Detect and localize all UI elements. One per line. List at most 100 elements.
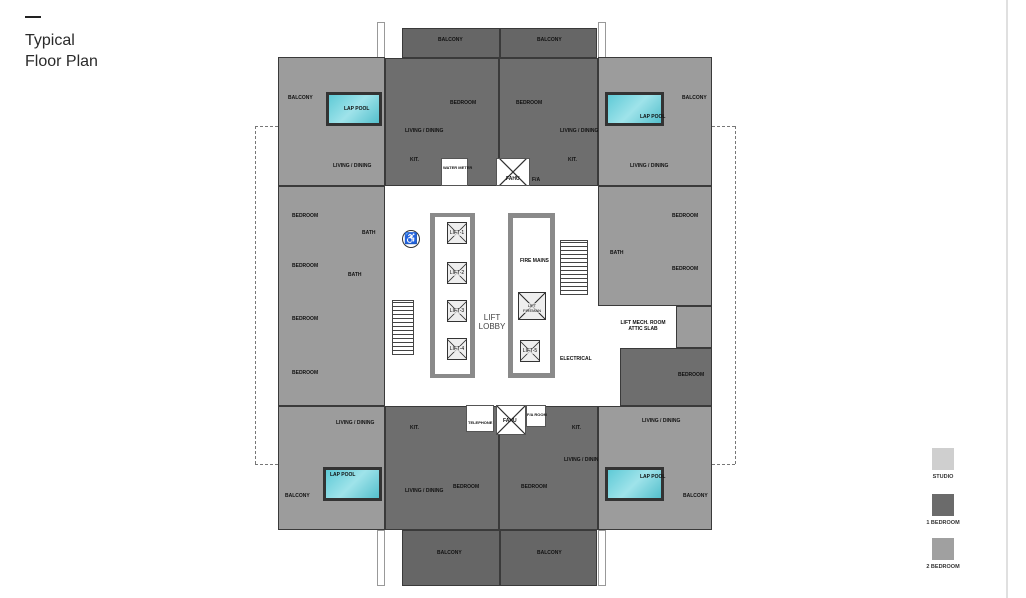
- balcony-rail: [377, 530, 385, 586]
- page-divider: [1006, 0, 1008, 598]
- title-line-2: Floor Plan: [25, 53, 98, 70]
- balcony-label: BALCONY: [285, 493, 310, 499]
- lap-pool: [605, 92, 664, 126]
- fahu-shaft: [496, 405, 526, 435]
- balcony-rail: [598, 22, 606, 58]
- telephone-room: [466, 405, 494, 432]
- page-title: Typical Floor Plan: [25, 30, 98, 72]
- living-dining-label: LIVING / DINING: [405, 488, 444, 494]
- living-dining-label: LIVING / DINING: [333, 163, 372, 169]
- kitchen-label: KIT.: [410, 425, 419, 431]
- legend-swatch-studio: [932, 448, 954, 470]
- water-meter-room: [441, 158, 468, 186]
- stairs-left: [392, 300, 414, 355]
- water-meter-label: Water Meter: [443, 165, 473, 170]
- balcony-rail: [598, 530, 606, 586]
- living-dining-label: LIVING / DINING: [560, 128, 599, 134]
- balcony-bottom-right: [500, 530, 597, 586]
- fa-room: [526, 405, 546, 427]
- balcony-rail: [377, 22, 385, 58]
- electrical-label: ELECTRICAL: [560, 356, 592, 362]
- kitchen-label: KIT.: [568, 157, 577, 163]
- lift-mech-room-label: LIFT MECH. ROOM ATTIC SLAB: [620, 320, 666, 332]
- grid-line: [255, 126, 256, 464]
- bedroom-label: BEDROOM: [678, 372, 705, 378]
- lift-1: LIFT-1: [447, 222, 467, 244]
- balcony-bottom-left: [402, 530, 500, 586]
- lift-4: LIFT-4: [447, 338, 467, 360]
- bedroom-label: BEDROOM: [292, 213, 319, 219]
- unit-2bed-right-bedrooms: [598, 186, 712, 306]
- lap-pool: [605, 467, 664, 501]
- legend-label-2-bedroom: 2 BEDROOM: [926, 564, 960, 570]
- lift-2: LIFT-2: [447, 262, 467, 284]
- grid-line: [255, 464, 278, 465]
- lift-5: LIFT-5: [520, 340, 540, 362]
- lift-label: LIFT-3: [448, 308, 466, 314]
- bath-label: BATH: [610, 250, 624, 256]
- bedroom-label: BEDROOM: [292, 316, 319, 322]
- bedroom-label: BEDROOM: [672, 213, 699, 219]
- fa-label: F/A: [532, 177, 541, 183]
- bedroom-label: BEDROOM: [292, 370, 319, 376]
- lift-label: LIFT-5: [521, 348, 539, 354]
- living-dining-label: LIVING / DINING: [405, 128, 444, 134]
- bedroom-label: BEDROOM: [450, 100, 477, 106]
- title-dash: [25, 16, 41, 18]
- bedroom-label: BEDROOM: [672, 266, 699, 272]
- legend-swatch-2-bedroom: [932, 538, 954, 560]
- lap-pool-label: LAP POOL: [640, 474, 666, 480]
- unit-studio-right: [676, 306, 712, 348]
- lift-lobby-label: LIFT LOBBY: [478, 313, 506, 331]
- lap-pool-label: LAP POOL: [640, 114, 666, 120]
- grid-line: [712, 126, 735, 127]
- kitchen-label: KIT.: [572, 425, 581, 431]
- legend-label-studio: STUDIO: [932, 474, 954, 480]
- fahu-label: FAHU: [503, 418, 517, 424]
- unit-1bed-right: [620, 348, 712, 406]
- lift-label: LIFT-4: [448, 346, 466, 352]
- bedroom-label: BEDROOM: [516, 100, 543, 106]
- bath-label: BATH: [348, 272, 362, 278]
- legend-label-1-bedroom: 1 BEDROOM: [926, 520, 960, 526]
- balcony-label: BALCONY: [438, 37, 463, 43]
- balcony-top-left: [402, 28, 500, 58]
- lap-pool-label: LAP POOL: [330, 472, 356, 478]
- living-dining-label: LIVING / DINING: [630, 163, 669, 169]
- bedroom-label: BEDROOM: [292, 263, 319, 269]
- fa-room-label: F/A Room: [527, 412, 547, 417]
- telephone-label: TELEPHONE: [468, 420, 493, 425]
- lift-label: LIFT-1: [448, 230, 466, 236]
- lift-3: LIFT-3: [447, 300, 467, 322]
- lift-label: LIFT FIREMAN: [519, 303, 545, 313]
- lap-pool: [323, 467, 382, 501]
- bedroom-label: BEDROOM: [521, 484, 548, 490]
- fahu-shaft: [496, 158, 530, 186]
- bath-label: BATH: [362, 230, 376, 236]
- lap-pool: [326, 92, 382, 126]
- accessibility-icon: ♿: [402, 230, 420, 248]
- legend-swatch-1-bedroom: [932, 494, 954, 516]
- balcony-top-right: [500, 28, 597, 58]
- balcony-label: BALCONY: [537, 37, 562, 43]
- lift-label: LIFT-2: [448, 270, 466, 276]
- title-line-1: Typical: [25, 32, 75, 49]
- stairs-right: [560, 240, 588, 295]
- unit-2bed-left-bedrooms: [278, 186, 385, 406]
- fahu-label: FAHU: [506, 176, 520, 182]
- living-dining-label: LIVING / DINING: [564, 457, 603, 463]
- living-dining-label: LIVING / DINING: [336, 420, 375, 426]
- lap-pool-label: LAP POOL: [344, 106, 370, 112]
- grid-line: [712, 464, 735, 465]
- grid-line: [735, 126, 736, 464]
- bedroom-label: BEDROOM: [453, 484, 480, 490]
- balcony-label: BALCONY: [537, 550, 562, 556]
- fire-mains-label: FIRE MAINS: [520, 258, 549, 264]
- balcony-label: BALCONY: [683, 493, 708, 499]
- living-dining-label: LIVING / DINING: [642, 418, 681, 424]
- balcony-label: BALCONY: [437, 550, 462, 556]
- balcony-label: BALCONY: [288, 95, 313, 101]
- lift-fireman: LIFT FIREMAN: [518, 292, 546, 320]
- grid-line: [255, 126, 278, 127]
